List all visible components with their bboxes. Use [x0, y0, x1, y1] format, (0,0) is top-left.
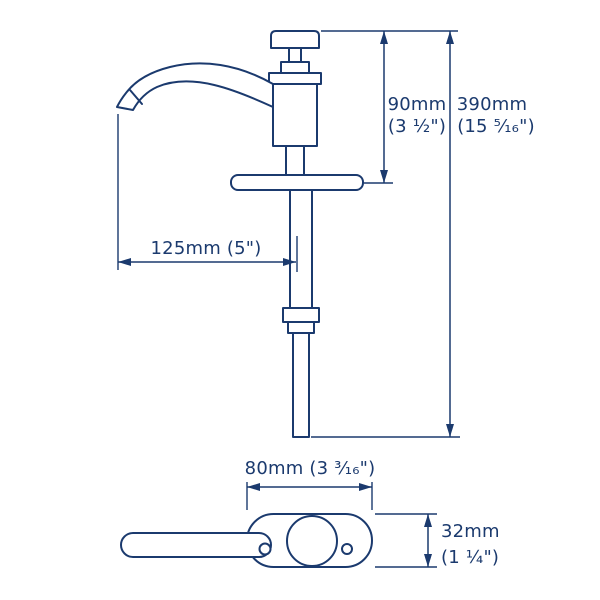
pump-side-view [116, 30, 364, 438]
coupling-upper [282, 307, 320, 323]
dimension-80: 80mm (3 ³⁄₁₆") [245, 458, 376, 510]
knob-collar [280, 61, 310, 74]
dimension-90: 90mm (3 ½") [321, 30, 458, 184]
suction-tube [292, 332, 310, 438]
pump-boss-circle [286, 515, 338, 567]
pump-shaft [289, 189, 313, 309]
dim-390-mm-label: 390mm [457, 94, 527, 115]
pivot-screw-circle [258, 542, 272, 556]
dimension-32: 32mm (1 ¼") [375, 513, 500, 568]
mounting-flange [230, 174, 364, 191]
spout-tip-band [129, 89, 143, 105]
dim-90-mm-label: 90mm [388, 94, 447, 115]
spout-outline [116, 62, 274, 111]
dim-32-in-label: (1 ¼") [441, 547, 499, 568]
pump-body [272, 83, 318, 147]
dim-390-in-label: (15 ⁵⁄₁₆") [457, 116, 535, 137]
mount-screw-circle [341, 543, 353, 555]
coupling-lower [287, 321, 315, 334]
dimension-125: 125mm (5") [117, 114, 296, 270]
handle-top-view [120, 513, 373, 568]
dimension-390: 390mm (15 ⁵⁄₁₆") [311, 31, 535, 438]
body-neck [285, 145, 305, 176]
knob-stem [288, 47, 302, 63]
handle-lever [120, 532, 272, 558]
dim-125-label: 125mm (5") [151, 238, 262, 259]
dim-80-label: 80mm (3 ³⁄₁₆") [245, 458, 376, 479]
dim-90-in-label: (3 ½") [388, 116, 446, 137]
body-top-flange [268, 72, 322, 85]
dim-32-mm-label: 32mm [441, 521, 500, 542]
knob-cap [270, 30, 320, 49]
